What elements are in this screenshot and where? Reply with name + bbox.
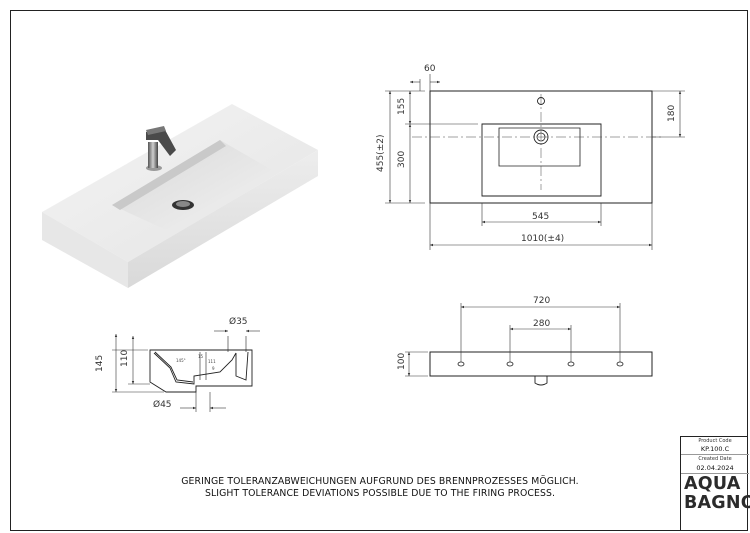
section-label-9: 9 (212, 366, 215, 371)
dim-145: 145 (95, 355, 105, 372)
created-date: 02.04.2024 (696, 464, 734, 472)
product-code: KP.100.C (700, 445, 730, 453)
section-label-15: 15 (198, 354, 204, 359)
product-code-label: Product Code (698, 438, 732, 444)
title-block-divider (681, 473, 749, 474)
title-block: Product Code KP.100.C Created Date 02.04… (680, 436, 749, 531)
note-english: SLIGHT TOLERANCE DEVIATIONS POSSIBLE DUE… (204, 488, 556, 499)
basin-render (42, 104, 318, 288)
dim-100: 100 (397, 353, 407, 370)
front-view-dimensions (405, 303, 621, 377)
dim-1010: 1010(±4) (521, 234, 564, 244)
section-view-dimensions (112, 329, 260, 412)
dim-d45: Ø45 (153, 399, 172, 410)
aqua-bagno-logo: AQUA BAGNO (684, 474, 750, 513)
front-view (429, 351, 653, 386)
logo-line-2: BAGNO (684, 493, 750, 513)
dim-180: 180 (667, 105, 677, 122)
section-small-labels: 145° 15 111 9 (176, 354, 216, 371)
drawing-frame (10, 10, 748, 531)
top-view-dimensions (385, 80, 685, 250)
top-view (412, 74, 664, 204)
section-view (149, 336, 253, 393)
dim-720: 720 (533, 296, 550, 306)
title-block-divider (681, 454, 749, 455)
note-german: GERINGE TOLERANZABWEICHUNGEN AUFGRUND DE… (181, 476, 579, 487)
dim-455: 455(±2) (376, 135, 386, 172)
created-date-label: Created Date (698, 456, 732, 462)
section-label-angle: 145° (176, 358, 186, 363)
dim-545: 545 (532, 212, 549, 222)
dim-d35: Ø35 (229, 316, 248, 327)
dim-155: 155 (397, 98, 407, 115)
section-label-111: 111 (208, 359, 216, 364)
dim-60: 60 (424, 64, 436, 74)
dim-300: 300 (397, 151, 407, 168)
dim-280: 280 (533, 319, 550, 329)
dim-110: 110 (120, 350, 130, 367)
logo-line-1: AQUA (684, 474, 741, 494)
